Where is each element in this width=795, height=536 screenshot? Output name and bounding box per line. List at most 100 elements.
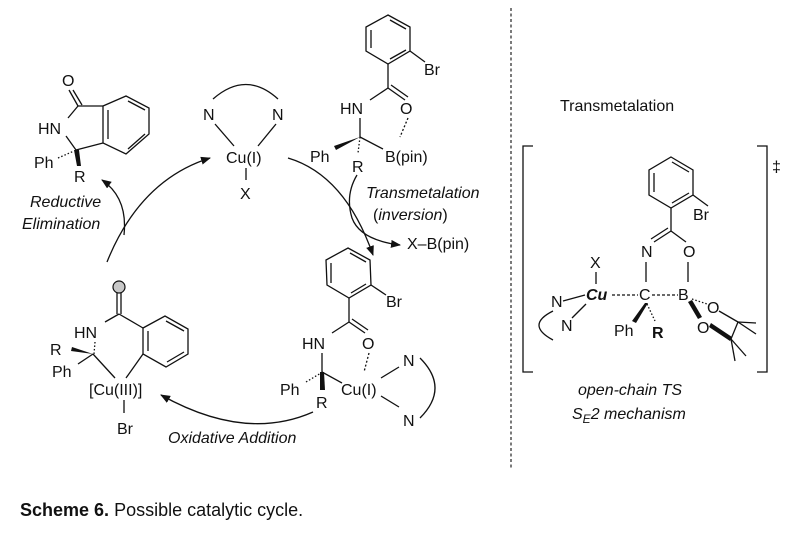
reductive-elimination-label-1: Reductive — [30, 194, 101, 211]
ts-caption-2-s: S — [572, 406, 583, 423]
hash-bond — [646, 303, 656, 322]
ts-n1: N — [551, 294, 563, 311]
product-r: R — [74, 169, 86, 186]
bond — [321, 371, 343, 384]
bond — [125, 353, 144, 379]
substrate-o: O — [400, 101, 412, 118]
wedge-bond — [632, 303, 648, 323]
ts-c: C — [639, 287, 651, 304]
dashed-bond — [399, 117, 409, 138]
catalyst-x: X — [240, 186, 251, 203]
ts-caption-2-post: 2 mechanism — [590, 406, 686, 423]
bond — [349, 252, 367, 263]
substrate-ph: Ph — [310, 149, 330, 166]
right-bracket — [757, 145, 768, 373]
ts-n2: N — [561, 318, 573, 335]
ts-o-top: O — [683, 244, 695, 261]
cu3-o: O — [113, 280, 125, 297]
product-hn: HN — [38, 121, 61, 138]
ligand-arc — [538, 310, 554, 341]
ts-caption-2-sub: E — [583, 412, 592, 426]
cu1-n1: N — [403, 353, 415, 370]
bond — [737, 321, 757, 324]
hash-bond — [305, 372, 322, 383]
bond — [730, 338, 747, 357]
bond — [730, 321, 739, 340]
benzene-ring — [365, 14, 411, 65]
wedge-bond — [688, 300, 702, 319]
product-ph: Ph — [34, 155, 54, 172]
substrate-br: Br — [424, 62, 441, 79]
benzene-ring — [648, 156, 694, 209]
bond — [359, 136, 384, 150]
cu3-intermediate: O HN R Ph [Cu(III)] Br — [50, 280, 189, 438]
bond — [166, 351, 185, 363]
bond — [380, 395, 400, 408]
ts-n-top: N — [641, 244, 653, 261]
wedge-bond — [334, 137, 360, 150]
bond — [104, 313, 120, 323]
hash-bond — [691, 298, 708, 305]
bond — [718, 310, 739, 323]
ts-ph: Ph — [614, 323, 634, 340]
cu3-br: Br — [117, 421, 134, 438]
caption-text: Possible catalytic cycle. — [109, 500, 304, 520]
bond — [380, 366, 400, 379]
cu1-metal: Cu(I) — [341, 382, 377, 399]
catalyst-n1: N — [203, 107, 215, 124]
dashed-bond — [363, 352, 370, 373]
cu3-hn: HN — [74, 325, 97, 342]
benzene-ring — [102, 95, 150, 155]
bond — [75, 142, 104, 151]
substrate-hn: HN — [340, 101, 363, 118]
ts-o2: O — [697, 320, 709, 337]
cu3-metal: [Cu(III)] — [89, 382, 142, 399]
wedge-bond — [74, 150, 81, 166]
bond — [370, 284, 387, 296]
ts-dagger: ‡ — [772, 159, 781, 176]
catalyst-metal: Cu(I) — [226, 150, 262, 167]
hash-bond — [93, 341, 96, 355]
arrow-oxidative-addition — [160, 394, 314, 425]
bond — [68, 89, 79, 107]
arrow-substrate-in-byproduct-out — [348, 174, 401, 248]
bond — [389, 49, 407, 60]
bond — [692, 194, 709, 207]
catalyst-cu1: N N Cu(I) X — [203, 84, 284, 203]
bond — [77, 353, 94, 365]
cu1-hn: HN — [302, 336, 325, 353]
bond — [127, 100, 146, 111]
bond — [653, 230, 672, 243]
product-o: O — [62, 73, 74, 90]
ts-cu: Cu — [586, 287, 608, 304]
ts-o1: O — [707, 300, 719, 317]
bond — [571, 303, 587, 319]
substrate-r: R — [352, 159, 364, 176]
bond — [369, 87, 389, 101]
bond — [671, 161, 690, 173]
cu1-o: O — [362, 336, 374, 353]
catalyst-n2: N — [272, 107, 284, 124]
cu3-r: R — [50, 342, 62, 359]
bond — [562, 294, 586, 302]
hash-bond — [357, 136, 361, 154]
transmetalation-sub: (inversion) — [373, 207, 448, 224]
bond — [72, 89, 83, 106]
bond — [387, 87, 406, 101]
oxygen-atom — [112, 280, 126, 294]
ts-panel: Transmetalation ‡ Br N O X Cu C B N N Ph… — [522, 98, 781, 426]
bond — [118, 313, 144, 329]
bond — [214, 123, 235, 147]
benzene-ring — [142, 315, 189, 368]
substrate-boronate: Br HN O Ph R B(pin) — [310, 14, 441, 176]
bond — [351, 318, 369, 331]
bond — [165, 320, 185, 332]
transmetalation-label: Transmetalation — [366, 185, 480, 202]
arrow-cu1-to-cu1-intermediate — [287, 157, 374, 256]
wedge-bond — [320, 372, 325, 390]
bond — [670, 230, 687, 243]
oxidative-addition-label: Oxidative Addition — [168, 430, 296, 447]
substrate-bpin: B(pin) — [385, 149, 428, 166]
bond — [127, 133, 146, 150]
